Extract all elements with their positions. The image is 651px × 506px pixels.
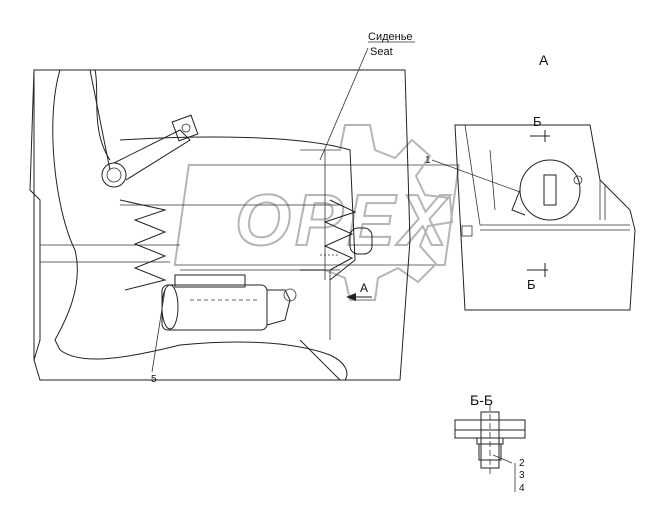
cab-body (29, 69, 411, 381)
view-a-panel (454, 124, 636, 311)
section-mark-top (530, 130, 550, 142)
view-a-label: А (539, 52, 549, 68)
seat-frame (119, 136, 356, 340)
opex-watermark: OPEX (173, 124, 460, 301)
seat-label-ru: Сиденье (368, 31, 413, 43)
tank-circle (519, 159, 581, 221)
spring-bellows (119, 199, 167, 291)
small-cap (320, 227, 373, 256)
seat-label-en: Seat (370, 46, 393, 58)
callout-3: 3 (519, 470, 525, 481)
watermark-text: OPEX (235, 181, 451, 261)
section-title: Б-Б (470, 392, 493, 408)
leader-lines (151, 41, 521, 464)
callout-2: 2 (519, 458, 525, 469)
arrow-a-label: А (360, 281, 368, 295)
callout-5: 5 (151, 374, 157, 385)
section-mark-bottom (527, 263, 548, 277)
callout-1: 1 (425, 155, 431, 166)
watermark-gear (300, 124, 454, 301)
section-detail (454, 405, 526, 492)
section-b-bottom-label: Б (527, 277, 536, 292)
section-b-top-label: Б (533, 114, 542, 129)
watermark-frame (173, 164, 460, 266)
pedal-lever (101, 114, 199, 188)
air-receiver (161, 274, 297, 331)
spring-bellows-right (323, 199, 357, 271)
arrow-a (346, 293, 372, 301)
callout-4: 4 (519, 483, 525, 494)
